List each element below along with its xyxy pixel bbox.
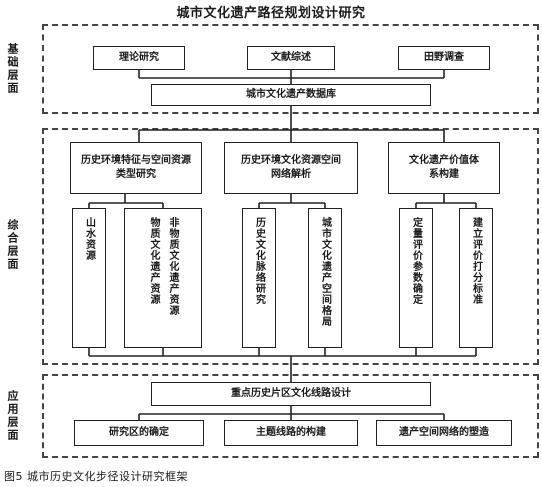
key-district-route-design-box: 重点历史片区文化线路设计 <box>151 382 431 406</box>
field-survey-box: 田野调查 <box>398 46 490 70</box>
sub-spatial-pattern-label: 城市文化遗产空间格局 <box>319 217 331 327</box>
sub-historical-context-label: 历史文化脉络研究 <box>253 217 265 305</box>
sub-landscape-resources: 山水资源 <box>72 208 106 348</box>
layer-label-foundation: 基础层面 <box>6 43 19 95</box>
theory-research-box: 理论研究 <box>93 46 185 70</box>
sub-landscape-resources-label: 山水资源 <box>83 217 95 261</box>
sub-historical-context: 历史文化脉络研究 <box>242 208 276 348</box>
header-value-system: 文化遗产价值体系构建 <box>388 142 500 194</box>
sub-quantitative-parameters-label: 定量评价参数确定 <box>410 217 422 305</box>
literature-review-box: 文献综述 <box>247 46 335 70</box>
header-environment-space-types: 历史环境特征与空间资源类型研究 <box>70 142 202 194</box>
sub-tangible-heritage-label: 物质文化遗产资源 <box>148 217 159 305</box>
sub-spatial-pattern: 城市文化遗产空间格局 <box>308 208 342 348</box>
figure-caption: 图5 城市历史文化步径设计研究框架 <box>4 470 188 483</box>
study-area-box: 研究区的确定 <box>74 420 204 446</box>
diagram-title: 城市文化遗产路径规划设计研究 <box>176 6 366 21</box>
sub-scoring-standard: 建立评价打分标准 <box>459 208 493 348</box>
sub-scoring-standard-label: 建立评价打分标准 <box>470 217 482 305</box>
layer-label-comprehensive: 综合层面 <box>6 219 19 271</box>
heritage-network-box: 遗产空间网络的塑造 <box>376 420 512 446</box>
sub-tangible-intangible-heritage: 物质文化遗产资源 非物质文化遗产资源 <box>124 208 202 348</box>
sub-intangible-heritage-label: 非物质文化遗产资源 <box>167 217 178 316</box>
layer-label-application: 应用层面 <box>6 390 19 442</box>
sub-quantitative-parameters: 定量评价参数确定 <box>399 208 433 348</box>
heritage-database-box: 城市文化遗产数据库 <box>151 84 431 106</box>
header-cultural-network-analysis: 历史环境文化资源空间网络解析 <box>224 142 358 194</box>
theme-route-box: 主题线路的构建 <box>224 420 358 446</box>
